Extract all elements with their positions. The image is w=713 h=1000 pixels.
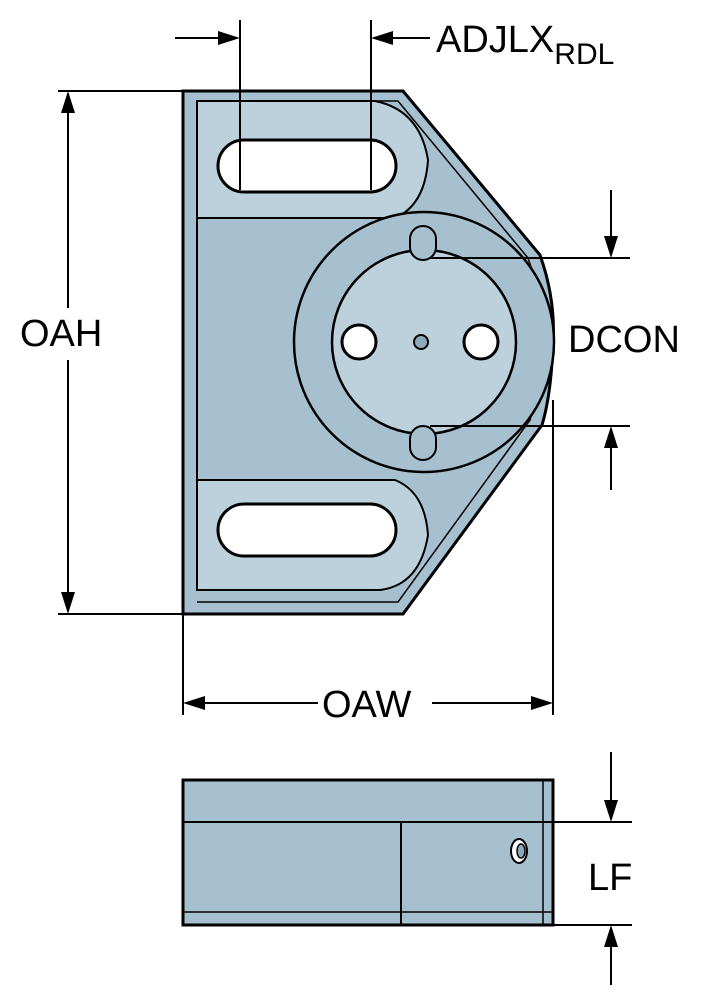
adjlx-label: ADJLXRDL: [436, 19, 614, 71]
top-slot: [216, 138, 398, 194]
oah-label: OAH: [20, 313, 102, 355]
dcon-dimension: DCON: [430, 190, 680, 490]
lf-label: LF: [588, 857, 632, 899]
front-view: [181, 89, 556, 616]
bottom-slot: [216, 502, 398, 558]
dcon-label: DCON: [568, 319, 680, 361]
top-key: [409, 225, 437, 261]
side-view: [181, 778, 555, 927]
oah-dimension: OAH: [20, 90, 185, 615]
side-hole-inner: [516, 843, 526, 859]
oaw-dimension: OAW: [182, 400, 554, 726]
side-body: [181, 778, 555, 927]
center-hole: [413, 334, 429, 350]
adjlx-dimension: ADJLXRDL: [175, 19, 614, 190]
right-hole: [462, 323, 500, 361]
lf-dimension: LF: [545, 752, 632, 985]
left-hole: [340, 323, 378, 361]
bottom-key: [409, 425, 437, 461]
oaw-label: OAW: [322, 684, 411, 726]
